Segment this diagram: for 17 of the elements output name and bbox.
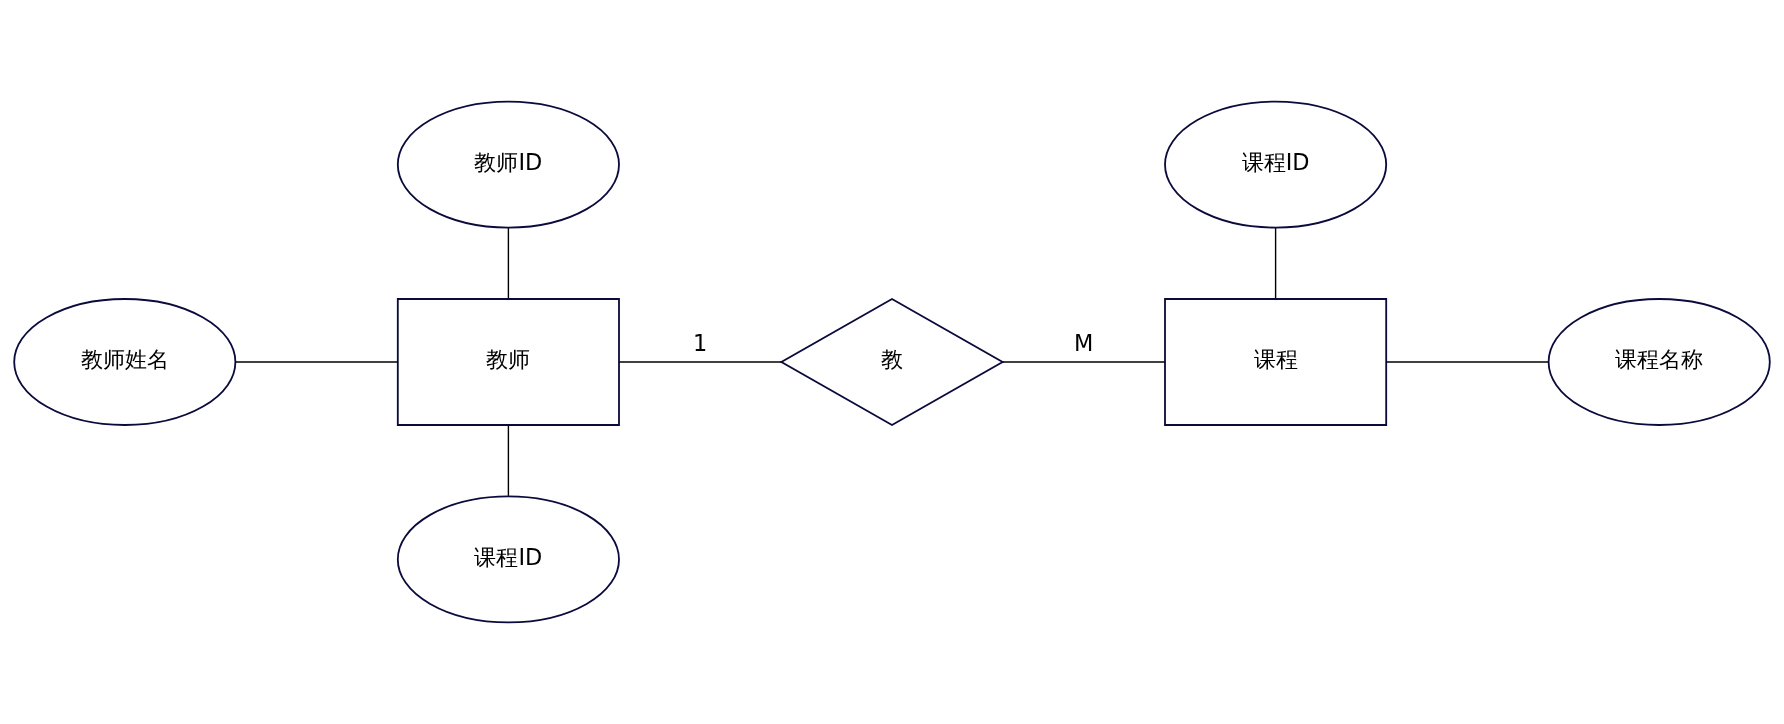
connector <box>507 424 510 497</box>
connector <box>235 361 399 363</box>
node-box: 教师 <box>396 298 620 426</box>
connector <box>1274 227 1277 300</box>
node-diamond: 教 <box>779 297 1005 427</box>
connector <box>507 227 510 300</box>
connector <box>1385 361 1550 363</box>
node-ellipse: 教师姓名 <box>13 298 237 426</box>
edge-label: M <box>1074 329 1094 356</box>
connector <box>1002 361 1166 363</box>
node-ellipse: 课程名称 <box>1547 298 1771 426</box>
node-ellipse: 课程ID <box>1164 100 1388 229</box>
connector <box>618 361 782 363</box>
edge-label: 1 <box>693 329 708 356</box>
node-ellipse: 课程ID <box>396 495 620 624</box>
node-ellipse: 教师ID <box>396 100 620 229</box>
node-box: 课程 <box>1164 298 1388 426</box>
